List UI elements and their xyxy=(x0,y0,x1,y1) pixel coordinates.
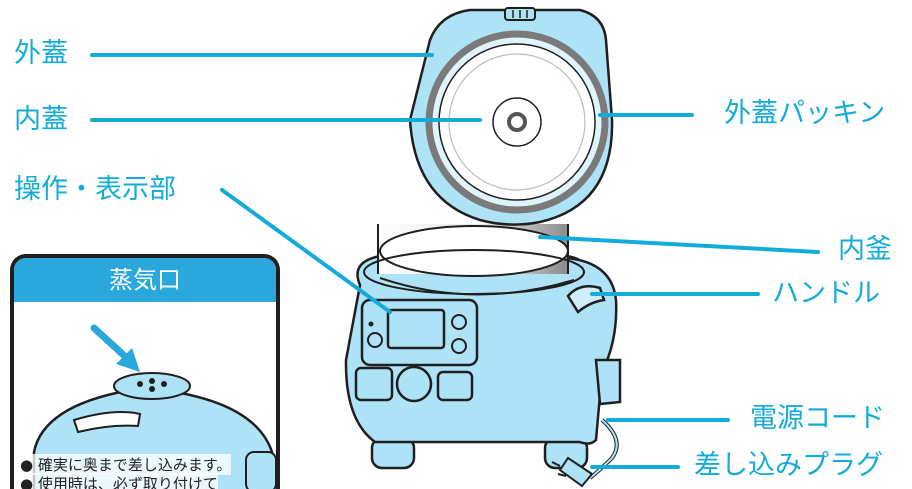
outer-lid xyxy=(410,8,612,225)
label-control-panel: 操作・表示部 xyxy=(14,176,176,203)
inset-note-2: ● 使用時は、必ず取り付けて xyxy=(20,473,218,489)
label-handle: ハンドル xyxy=(772,280,880,307)
inset-title: 蒸気口 xyxy=(14,258,276,302)
label-plug: 差し込みプラグ xyxy=(694,452,883,479)
label-outer-lid: 外蓋 xyxy=(14,40,68,67)
cooker-body xyxy=(346,256,620,468)
steam-vent-inset: 蒸気口 ● 確実に奥まで差し込みます。 ● 使用時は、必ず取り付けて xyxy=(10,254,280,489)
label-outer-lid-packing: 外蓋パッキン xyxy=(724,100,885,127)
label-inner-lid: 内蓋 xyxy=(14,106,68,133)
label-inner-pot: 内釜 xyxy=(838,236,892,263)
leader-inner-pot xyxy=(540,237,818,252)
label-power-cord: 電源コード xyxy=(750,405,885,432)
inset-note-1: ● 確実に奥まで差し込みます。 xyxy=(20,454,231,475)
pointer-arrow-icon xyxy=(94,328,129,360)
